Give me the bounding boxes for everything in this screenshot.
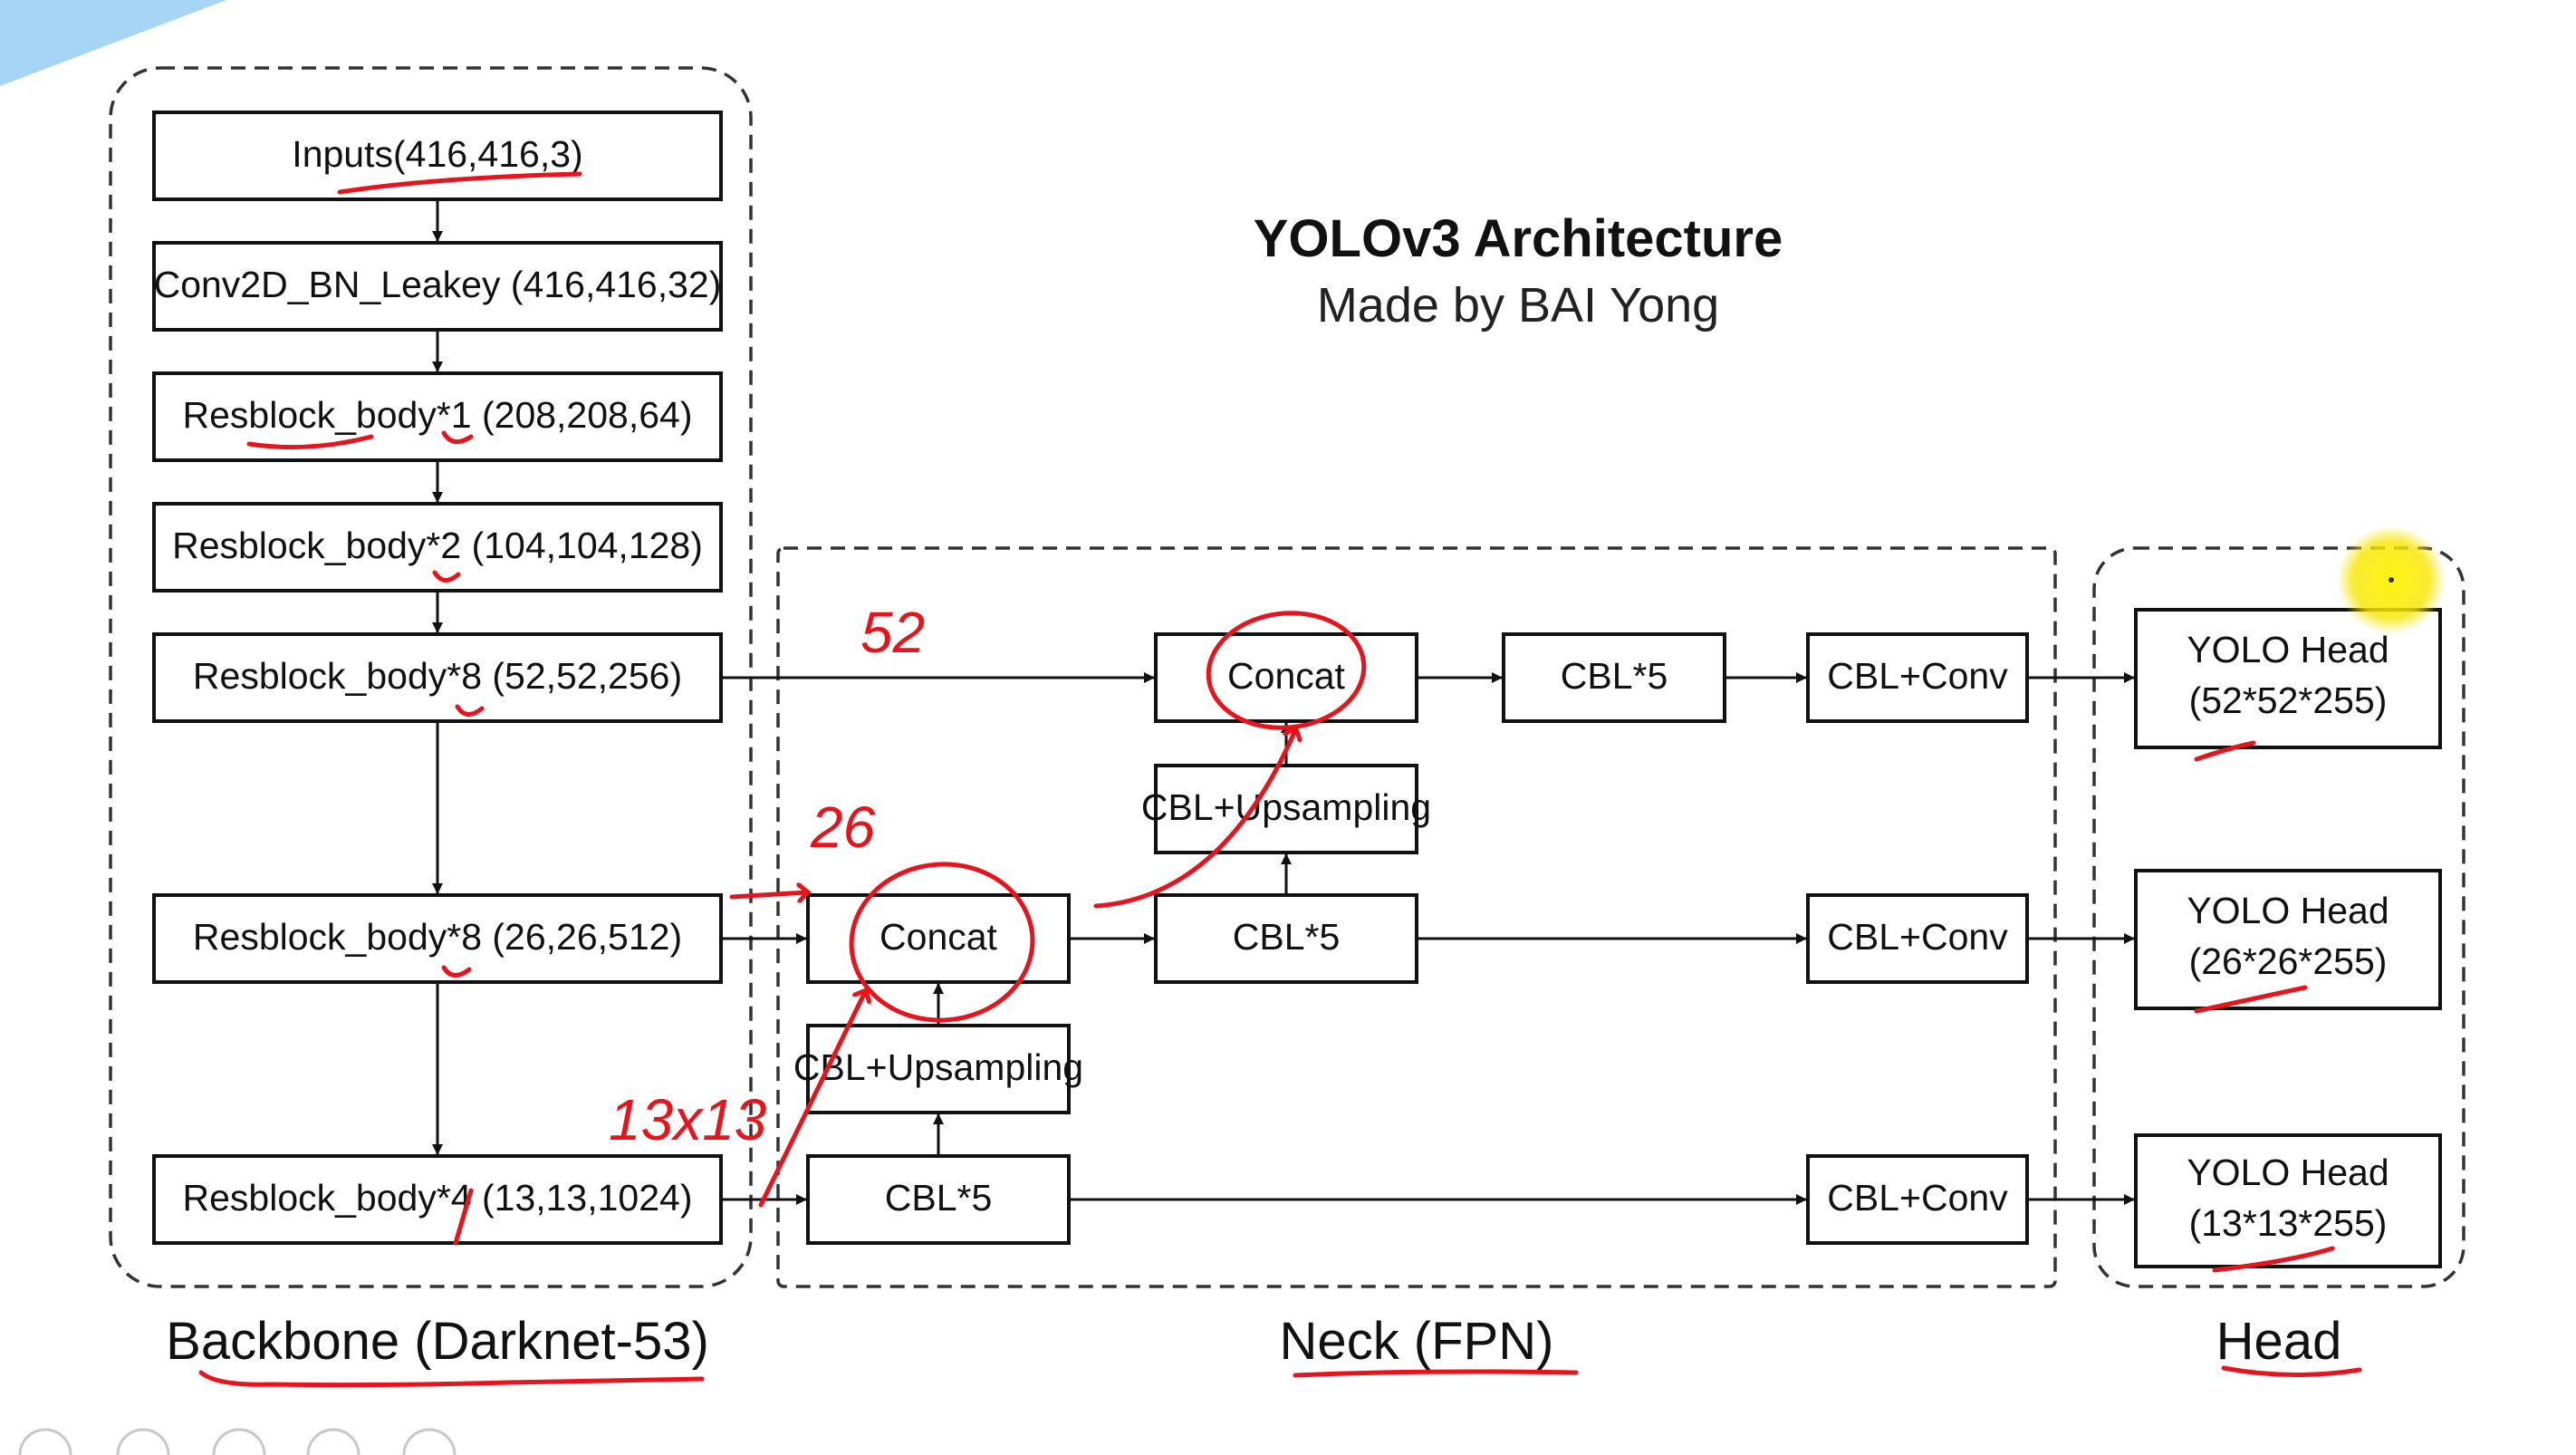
head-group bbox=[2092, 546, 2465, 1288]
underline-yolo-mid bbox=[2194, 985, 2308, 1014]
section-neck-label: Neck (FPN) bbox=[1280, 1312, 1554, 1371]
resblock-1-label: Resblock_body*1 (208,208,64) bbox=[183, 394, 693, 436]
resblock-8a-label: Resblock_body*8 (52,52,256) bbox=[193, 655, 682, 697]
yolo-head-mid-shape: (26*26*255) bbox=[2189, 940, 2388, 982]
underline-neck bbox=[1293, 1369, 1579, 1378]
cbl5-mid-block: CBL*5 bbox=[1154, 893, 1418, 984]
cbl5-top-label: CBL*5 bbox=[1561, 655, 1668, 697]
inputs-block: Inputs(416,416,3) bbox=[152, 111, 723, 201]
underline-resblock1 bbox=[246, 434, 374, 450]
upsample-top-label: CBL+Upsampling bbox=[1141, 786, 1431, 828]
underline-yolo-bottom bbox=[2212, 1246, 2335, 1273]
flow-arrows bbox=[721, 672, 2135, 1205]
cblconv-mid-block: CBL+Conv bbox=[1806, 893, 2029, 984]
cblconv-top-block: CBL+Conv bbox=[1806, 632, 2029, 723]
conv-label: Conv2D_BN_Leakey (416,416,32) bbox=[154, 264, 722, 305]
more-icon[interactable] bbox=[402, 1428, 457, 1455]
handwritten-annotations: 52 26 13x13 bbox=[198, 171, 2362, 1388]
yolo-head-bottom-block: YOLO Head (13*13*255) bbox=[2134, 1133, 2442, 1268]
upsample-top-block: CBL+Upsampling bbox=[1141, 764, 1431, 854]
tick-resblock1 bbox=[441, 430, 474, 445]
resblock-8b-label: Resblock_body*8 (26,26,512) bbox=[193, 916, 682, 958]
underline-inputs bbox=[337, 171, 582, 195]
zoom-icon[interactable] bbox=[306, 1428, 360, 1455]
pen-icon[interactable] bbox=[116, 1428, 170, 1455]
yolo-head-mid-title: YOLO Head bbox=[2187, 890, 2389, 931]
resblock-2-label: Resblock_body*2 (104,104,128) bbox=[172, 525, 703, 566]
tick-resblock2 bbox=[432, 570, 461, 583]
cbl5-top-block: CBL*5 bbox=[1502, 632, 1726, 723]
concat-top-label: Concat bbox=[1227, 655, 1346, 697]
red-arrow-upsample-to-concat bbox=[1093, 730, 1295, 909]
cbl5-bottom-label: CBL*5 bbox=[885, 1177, 993, 1219]
upsample-mid-label: CBL+Upsampling bbox=[793, 1046, 1083, 1088]
tick-resblock8a bbox=[455, 704, 485, 717]
cblconv-top-label: CBL+Conv bbox=[1827, 655, 2008, 697]
resblock-8b-block: Resblock_body*8 (26,26,512) bbox=[152, 893, 723, 984]
red-arrow-cbl5-to-concat bbox=[758, 992, 865, 1208]
concat-mid-block: Concat bbox=[806, 893, 1071, 984]
cblconv-bottom-label: CBL+Conv bbox=[1827, 1177, 2008, 1219]
yolo-head-bottom-title: YOLO Head bbox=[2187, 1151, 2389, 1193]
tick-resblock4 bbox=[453, 1188, 474, 1246]
neck-group bbox=[776, 546, 2057, 1288]
section-backbone-label: Backbone (Darknet-53) bbox=[166, 1312, 709, 1371]
cblconv-mid-label: CBL+Conv bbox=[1827, 916, 2008, 958]
red-arrow-to-concat-mid bbox=[729, 892, 806, 897]
concat-top-block: Concat bbox=[1154, 632, 1418, 723]
note-52: 52 bbox=[860, 600, 925, 665]
conv-block: Conv2D_BN_Leakey (416,416,32) bbox=[152, 241, 723, 332]
yolo-head-top-title: YOLO Head bbox=[2187, 629, 2389, 670]
presentation-toolbar bbox=[18, 1428, 457, 1455]
upsample-mid-block: CBL+Upsampling bbox=[793, 1024, 1083, 1114]
corner-accent-shape bbox=[0, 0, 226, 86]
resblock-4-block: Resblock_body*4 (13,13,1024) bbox=[152, 1154, 723, 1245]
cblconv-bottom-block: CBL+Conv bbox=[1806, 1154, 2029, 1245]
tick-resblock8b bbox=[441, 965, 472, 978]
cbl5-bottom-block: CBL*5 bbox=[806, 1154, 1071, 1245]
resblock-4-label: Resblock_body*4 (13,13,1024) bbox=[183, 1177, 693, 1219]
pointer-dot bbox=[2389, 577, 2394, 583]
section-head-label: Head bbox=[2216, 1312, 2342, 1371]
eraser-icon[interactable] bbox=[212, 1428, 266, 1455]
underline-head bbox=[2221, 1365, 2362, 1378]
circle-concat-mid bbox=[849, 862, 1035, 1023]
yolo-head-bottom-shape: (13*13*255) bbox=[2189, 1202, 2388, 1244]
note-13x13: 13x13 bbox=[609, 1087, 767, 1152]
diagram-subtitle: Made by BAI Yong bbox=[1317, 278, 1719, 332]
yolo-head-mid-block: YOLO Head (26*26*255) bbox=[2134, 869, 2442, 1010]
resblock-1-block: Resblock_body*1 (208,208,64) bbox=[152, 371, 723, 462]
play-icon[interactable] bbox=[18, 1428, 72, 1455]
inputs-label: Inputs(416,416,3) bbox=[292, 133, 582, 175]
cbl5-mid-label: CBL*5 bbox=[1233, 916, 1341, 958]
underline-yolo-top bbox=[2194, 740, 2256, 762]
resblock-8a-block: Resblock_body*8 (52,52,256) bbox=[152, 632, 723, 723]
note-26: 26 bbox=[810, 795, 876, 860]
underline-backbone bbox=[198, 1370, 705, 1388]
yolo-head-top-shape: (52*52*255) bbox=[2189, 679, 2388, 721]
diagram-title: YOLOv3 Architecture bbox=[1254, 209, 1783, 268]
concat-mid-label: Concat bbox=[879, 916, 998, 958]
